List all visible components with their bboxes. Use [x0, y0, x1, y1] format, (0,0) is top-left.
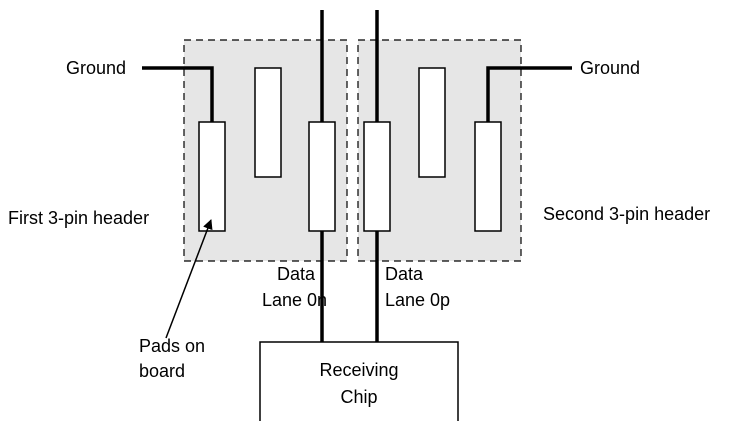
pads-label-line1: Pads on	[139, 336, 205, 356]
second-header-label: Second 3-pin header	[543, 204, 710, 224]
ground-wire-left	[142, 66, 214, 123]
ground-wire-right	[486, 66, 572, 123]
pad-header2-ground	[474, 121, 502, 232]
data-lane-0p-label-line2: Lane 0p	[385, 290, 450, 310]
data-lane-0p-label-line1: Data	[385, 264, 424, 284]
chip-label-line2: Chip	[340, 387, 377, 407]
pad-header1-data	[308, 121, 336, 232]
pad-header1-ground	[198, 121, 226, 232]
pad-header2-data	[363, 121, 391, 232]
data-lane-0n-label-line1: Data	[277, 264, 316, 284]
first-header-label: First 3-pin header	[8, 208, 149, 228]
pads-pointer-arrow	[165, 219, 213, 339]
data-lane-0n-label-line2: Lane 0n	[262, 290, 327, 310]
ground-right-label: Ground	[580, 58, 640, 78]
chip-label-line1: Receiving	[319, 360, 398, 380]
pad-header2-middle	[418, 67, 446, 178]
receiving-chip-box	[259, 341, 459, 421]
pad-header1-middle	[254, 67, 282, 178]
pads-label-line2: board	[139, 361, 185, 381]
ground-left-label: Ground	[66, 58, 126, 78]
